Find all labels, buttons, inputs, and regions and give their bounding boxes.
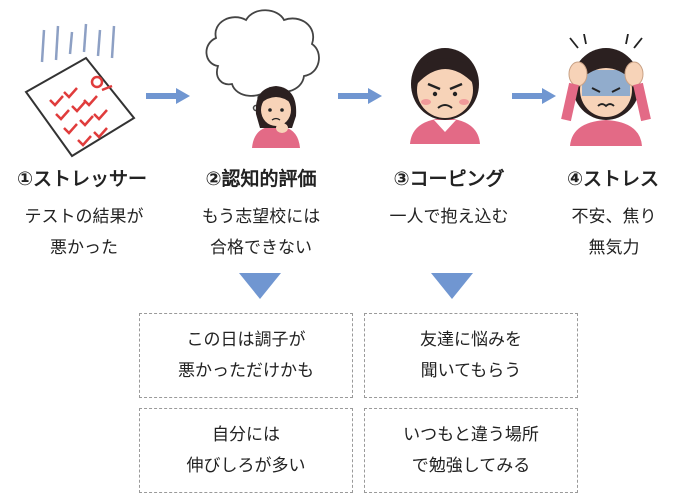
desc-line: 一人で抱え込む <box>389 207 509 227</box>
stage-desc-stress: 不安、焦り 無気力 <box>556 202 672 264</box>
stage-title-appraisal: ②認知的評価 <box>205 168 317 190</box>
box-line: この日は調子が <box>186 329 306 350</box>
alt-coping-box-1: 友達に悩みを 聞いてもらう <box>364 313 578 398</box>
desc-line: 悪かった <box>50 238 118 258</box>
arrow-right-1 <box>146 88 190 104</box>
box-line: 友達に悩みを <box>420 329 522 350</box>
box-line: 聞いてもらう <box>420 360 522 381</box>
test-paper-icon <box>12 22 144 160</box>
alt-appraisal-box-2: 自分には 伸びしろが多い <box>139 408 353 493</box>
box-line: 自分には <box>212 424 280 445</box>
desc-line: テストの結果が <box>24 207 144 227</box>
box-line: 伸びしろが多い <box>186 455 306 476</box>
arrow-right-2 <box>338 88 382 104</box>
stage-title-coping: ③コーピング <box>393 168 505 190</box>
desc-line: 合格できない <box>210 238 312 258</box>
worried-girl-thought-icon <box>196 4 326 154</box>
arrow-right-3 <box>512 88 556 104</box>
stage-desc-stressor: テストの結果が 悪かった <box>2 202 166 264</box>
desc-line: 不安、焦り <box>571 207 657 227</box>
box-line: 悪かっただけかも <box>178 360 314 381</box>
stage-desc-appraisal: もう志望校には 合格できない <box>186 202 336 264</box>
stage-desc-coping: 一人で抱え込む <box>374 202 524 233</box>
anxious-girl-icon <box>556 34 656 146</box>
alt-coping-box-2: いつもと違う場所 で勉強してみる <box>364 408 578 493</box>
desc-line: もう志望校には <box>201 207 321 227</box>
arrow-down-coping <box>431 273 473 299</box>
desc-line: 無気力 <box>588 238 640 258</box>
stage-title-stressor: ①ストレッサー <box>16 168 148 190</box>
box-line: いつもと違う場所 <box>403 424 539 445</box>
box-line: で勉強してみる <box>411 455 531 476</box>
stage-title-stress: ④ストレス <box>566 168 660 190</box>
alt-appraisal-box-1: この日は調子が 悪かっただけかも <box>139 313 353 398</box>
frowning-girl-icon <box>398 40 492 144</box>
arrow-down-appraisal <box>239 273 281 299</box>
